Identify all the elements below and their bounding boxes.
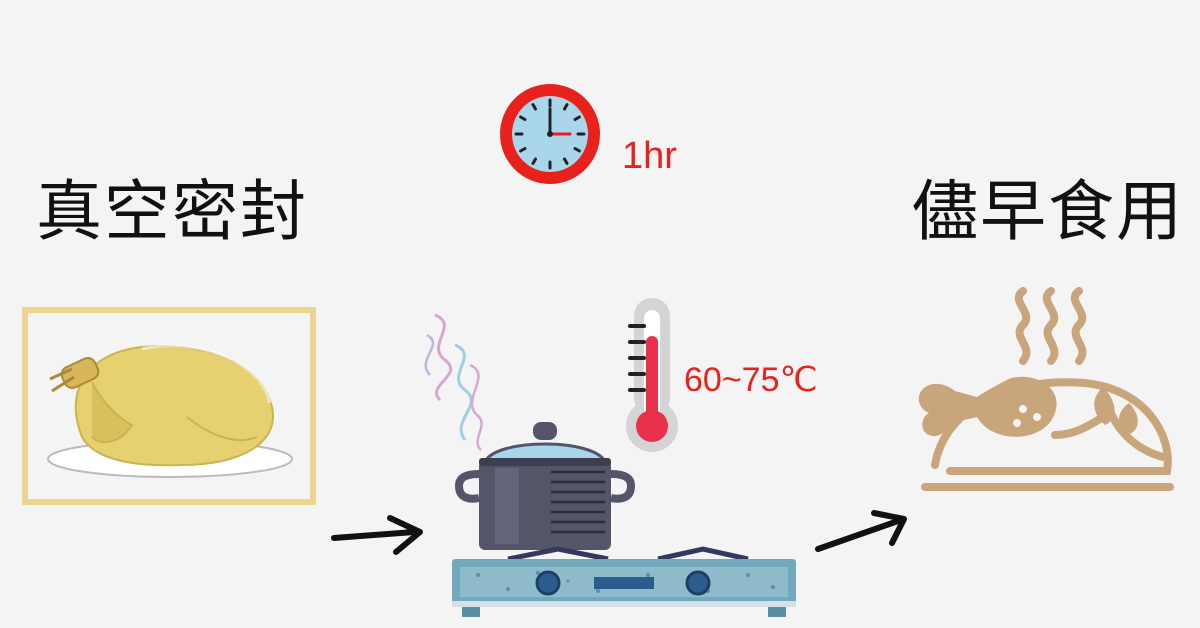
clock-icon [500, 84, 600, 184]
eat-soon-title: 儘早食用 [912, 173, 1184, 250]
time-label: 1hr [622, 135, 677, 177]
steam-icon [424, 313, 483, 451]
roast-chicken-icon [918, 287, 1174, 491]
arrow-icon [331, 515, 423, 555]
gas-stove-icon [452, 546, 796, 617]
vacuum-seal-title: 真空密封 [36, 173, 308, 250]
arrow-icon [815, 510, 907, 552]
vacuum-sealed-chicken-icon [22, 307, 316, 505]
pot-icon [454, 422, 636, 550]
temperature-label: 60~75℃ [684, 361, 818, 399]
thermometer-icon [626, 298, 678, 452]
